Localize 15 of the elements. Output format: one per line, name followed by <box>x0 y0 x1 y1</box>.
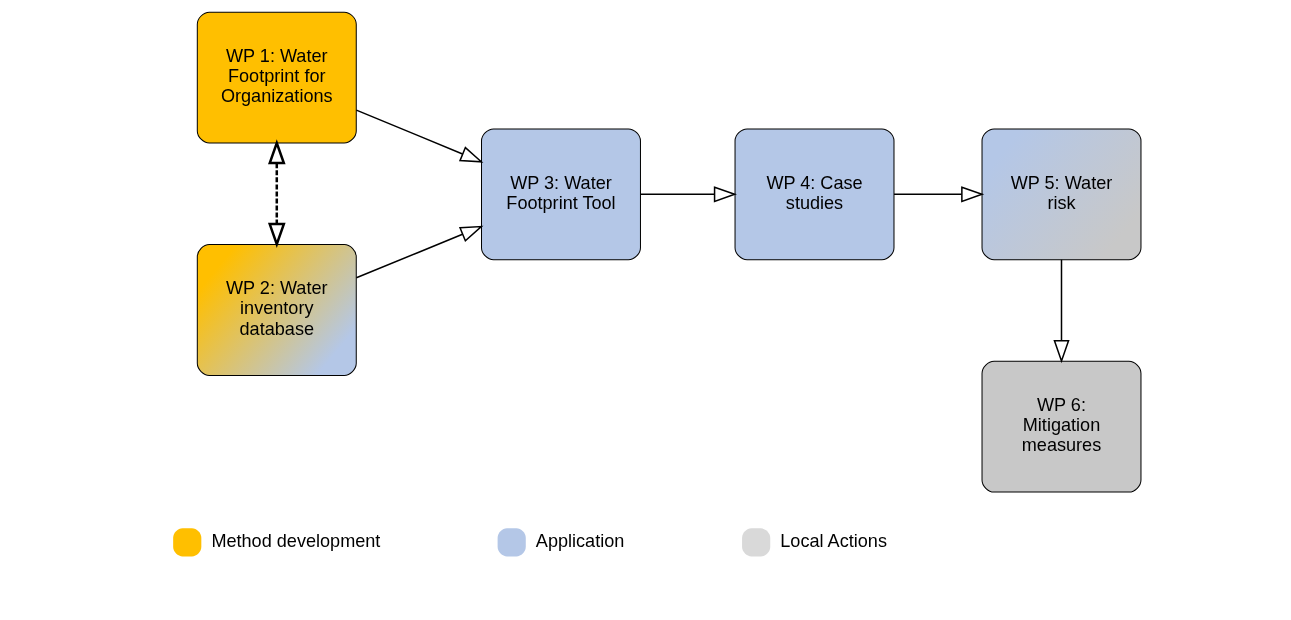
node-box: WP 6: Mitigation measures <box>981 360 1141 493</box>
arrow <box>1052 258 1070 364</box>
arrow <box>267 139 286 248</box>
node-box: WP 2: Water inventory database <box>196 244 357 376</box>
arrow <box>892 186 984 203</box>
legend-label: Application <box>535 530 624 551</box>
node-box: WP 5: Water risk <box>981 128 1141 261</box>
legend-label: Method development <box>210 530 380 551</box>
arrow <box>355 109 483 163</box>
arrow <box>639 186 737 203</box>
node-box: WP 3: Water Footprint Tool <box>480 128 641 261</box>
node-box: WP 4: Case studies <box>734 128 894 261</box>
legend-label: Local Actions <box>779 530 887 551</box>
arrow <box>355 225 483 279</box>
node-box: WP 1: Water Footprint for Organizations <box>196 11 357 144</box>
